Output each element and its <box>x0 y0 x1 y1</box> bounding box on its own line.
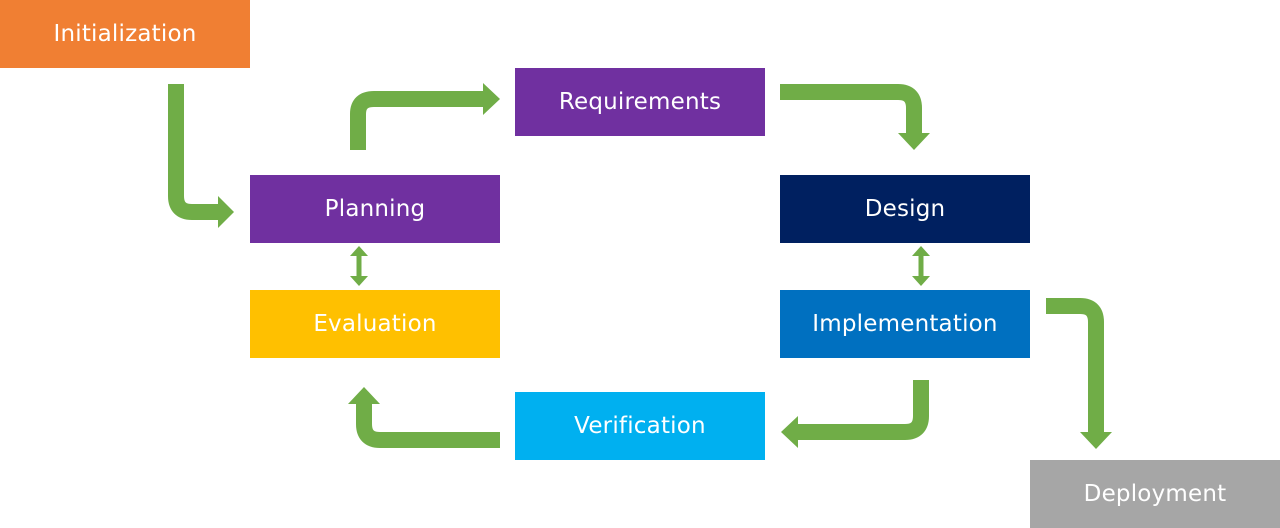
arrow-initialization-to-planning <box>168 84 234 228</box>
stage-design-label: Design <box>864 196 946 222</box>
stage-planning: Planning <box>250 175 500 243</box>
arrow-planning-to-requirements <box>350 83 500 150</box>
stage-design: Design <box>780 175 1030 243</box>
stage-requirements: Requirements <box>515 68 765 136</box>
arrow-planning-evaluation-bidirectional <box>350 246 368 286</box>
stage-deployment-label: Deployment <box>1083 481 1227 507</box>
stage-planning-label: Planning <box>324 196 426 222</box>
stage-evaluation: Evaluation <box>250 290 500 358</box>
stage-evaluation-label: Evaluation <box>313 311 437 337</box>
arrow-verification-to-evaluation <box>348 387 500 448</box>
stage-initialization-label: Initialization <box>53 21 197 47</box>
stage-verification: Verification <box>515 392 765 460</box>
arrow-implementation-to-verification <box>781 380 929 448</box>
stage-initialization: Initialization <box>0 0 250 68</box>
arrow-requirements-to-design <box>780 84 930 150</box>
stage-requirements-label: Requirements <box>558 89 722 115</box>
stage-implementation-label: Implementation <box>812 311 998 337</box>
stage-deployment: Deployment <box>1030 460 1280 528</box>
stage-implementation: Implementation <box>780 290 1030 358</box>
arrow-design-implementation-bidirectional <box>912 246 930 286</box>
arrow-implementation-to-deployment <box>1046 298 1112 449</box>
stage-verification-label: Verification <box>574 413 706 439</box>
